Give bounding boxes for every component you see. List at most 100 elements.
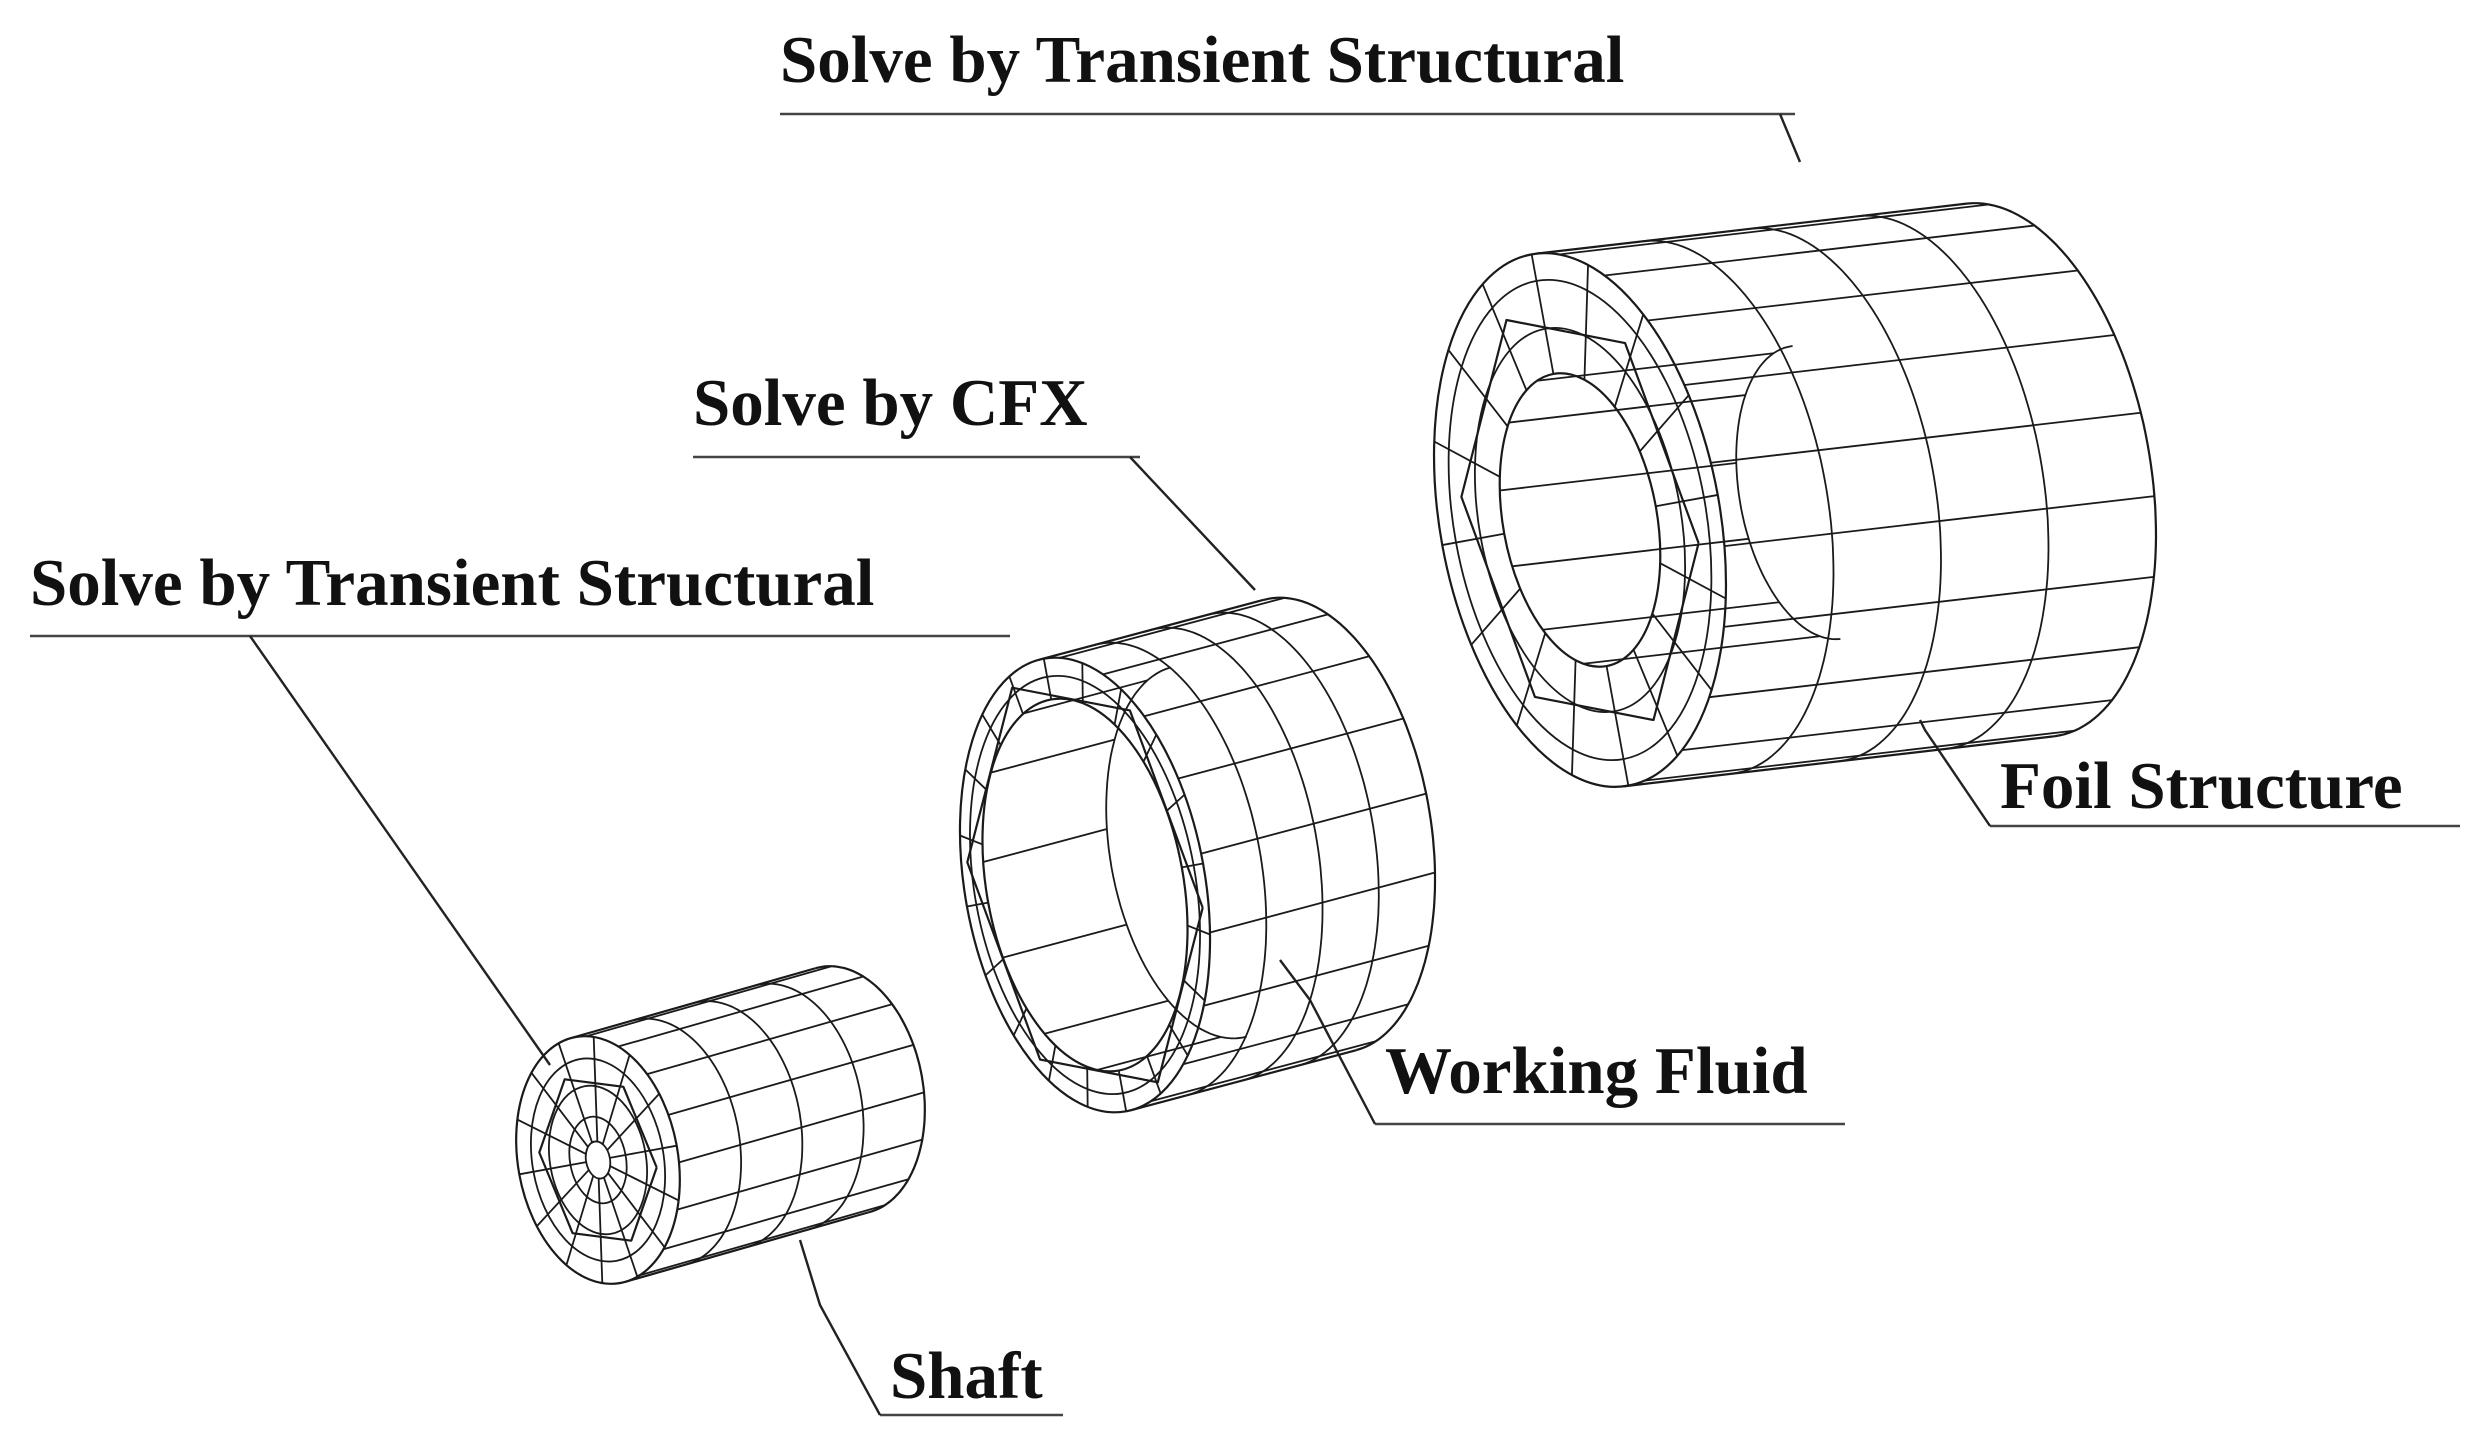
face-spoke (1571, 660, 1577, 776)
longitudinal-line (1709, 646, 2140, 699)
fluid-solver-label: Solve by CFX (693, 366, 1088, 440)
foil-solver-label: Solve by Transient Structural (780, 23, 1624, 97)
longitudinal-line (668, 1043, 914, 1116)
longitudinal-line (1178, 717, 1404, 780)
face-spoke (1146, 1055, 1162, 1094)
face-spoke (519, 1161, 587, 1176)
foil-structure-label: Foil Structure (2000, 749, 2403, 823)
face-spoke (1433, 440, 1501, 478)
longitudinal-line (618, 975, 864, 1048)
longitudinal-line (1604, 224, 2035, 277)
face-spoke (1042, 658, 1053, 700)
inner-bore-line (1508, 394, 1746, 424)
axial-ring (754, 982, 865, 1231)
axial-ring (1751, 227, 1942, 763)
inner-bore-line (1512, 537, 1749, 568)
shaft-mesh (515, 965, 926, 1285)
face-spoke (565, 1175, 595, 1266)
face-spoke (597, 1178, 604, 1284)
inner-bore-line (1023, 679, 1148, 715)
longitudinal-line (1647, 269, 2078, 322)
longitudinal-line (1059, 596, 1285, 659)
face-ring (1447, 278, 1713, 762)
hex-block (538, 1078, 658, 1242)
face-spoke (1639, 394, 1690, 452)
face-spoke (1655, 494, 1718, 508)
face-spoke (1515, 632, 1547, 726)
face-spoke (984, 958, 1004, 977)
face-spoke (1442, 532, 1505, 546)
face-spoke (959, 834, 983, 846)
face-spoke (1012, 1007, 1028, 1036)
longitudinal-line (1684, 334, 2115, 386)
longitudinal-line (1200, 792, 1427, 855)
inner-bore-line (1536, 352, 1774, 382)
face-ring (1473, 326, 1687, 714)
longitudinal-line (639, 1204, 885, 1277)
inner-bore-line (1044, 999, 1169, 1035)
axial-ring (1094, 641, 1268, 1096)
back-rim (1966, 202, 2158, 738)
longitudinal-line (663, 1178, 909, 1251)
back-rim (815, 965, 926, 1213)
longitudinal-line (1724, 495, 2155, 547)
inner-bore-arc (1105, 666, 1247, 1040)
longitudinal-line (678, 1091, 925, 1164)
inner-bore-line (1499, 462, 1737, 492)
face-spoke (1470, 588, 1521, 646)
face-spoke (1113, 689, 1122, 725)
face-spoke (1659, 562, 1727, 600)
foil-structure-mesh (1432, 202, 2158, 788)
inner-bore-line (1096, 1036, 1221, 1071)
working-fluid-leader (1279, 959, 1377, 1125)
face-ring (530, 1057, 666, 1263)
foil-solver-leader (1778, 113, 1802, 163)
longitudinal-line (1143, 655, 1370, 718)
face-spoke (964, 768, 988, 791)
longitudinal-line (1203, 944, 1429, 1007)
face-spoke (966, 901, 989, 908)
front-rim (1432, 252, 1728, 788)
hex-block (966, 686, 1204, 1084)
face-spoke (1632, 649, 1679, 757)
silhouette-line (570, 967, 817, 1040)
face-spoke (1187, 924, 1211, 936)
face-spoke (1008, 676, 1024, 715)
inner-bore-arc (1735, 345, 1841, 641)
inner-bore-line (1542, 601, 1780, 631)
shaft-leader (798, 1239, 882, 1416)
face-spoke (601, 1054, 631, 1145)
face-spoke (557, 1043, 593, 1143)
foil-structure-leader (1918, 719, 1991, 827)
front-rim (515, 1035, 681, 1285)
face-spoke (609, 1144, 677, 1159)
inner-bore-line (990, 738, 1115, 774)
face-ring (1498, 372, 1662, 668)
longitudinal-line (1681, 699, 2113, 752)
face-spoke (1605, 665, 1630, 786)
axial-ring (631, 1017, 742, 1266)
inner-bore-line (1583, 635, 1820, 665)
shaft-solver-leader (249, 635, 551, 1066)
shaft-solver-label: Solve by Transient Structural (30, 546, 874, 620)
longitudinal-line (1102, 613, 1329, 676)
axial-ring (1858, 214, 2050, 750)
longitudinal-line (1182, 1003, 1409, 1066)
longitudinal-line (1150, 1040, 1376, 1103)
longitudinal-line (677, 1138, 923, 1211)
face-spoke (1181, 862, 1204, 869)
longitudinal-line (1209, 871, 1436, 934)
face-spoke (1117, 1070, 1128, 1112)
face-spoke (516, 1118, 587, 1155)
face-spoke (1583, 264, 1589, 380)
longitudinal-line (646, 1003, 893, 1076)
face-ring (981, 697, 1189, 1073)
working-fluid-label: Working Fluid (1385, 1034, 1808, 1108)
face-ring (969, 674, 1201, 1096)
hex-block (1460, 318, 1700, 722)
face-spoke (536, 1169, 590, 1227)
longitudinal-line (586, 965, 832, 1038)
inner-bore-line (982, 828, 1108, 863)
face-spoke (1182, 979, 1206, 1002)
